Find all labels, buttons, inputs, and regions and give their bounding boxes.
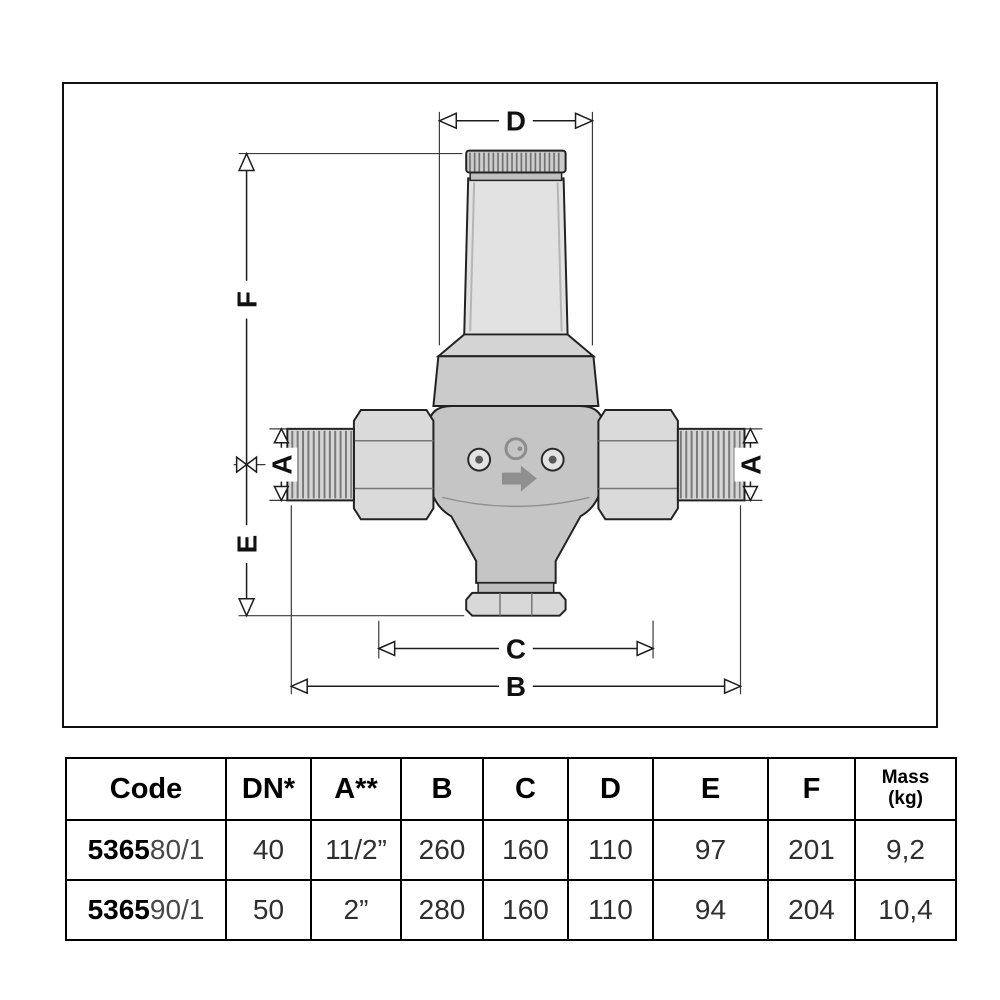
code-variant: 90/1 [149, 894, 205, 925]
col-header-c: C [482, 757, 569, 821]
c-cell: 160 [482, 819, 569, 881]
table-row: 536580/1 40 11/2” 260 160 110 97 201 9,2 [65, 819, 957, 881]
d-cell: 110 [567, 819, 654, 881]
code-series: 5365 [87, 834, 150, 865]
col-header-mass: Mass (kg) [854, 757, 957, 821]
dimension-f-e: F E [230, 151, 263, 618]
d-cell: 110 [567, 879, 654, 941]
e-cell: 97 [652, 819, 769, 881]
flow-direction-arrow-icon [501, 465, 537, 492]
a-cell: 2” [310, 879, 402, 941]
f-cell: 204 [767, 879, 856, 941]
bottom-hex-plug [465, 591, 567, 617]
dimension-d: D [437, 106, 595, 137]
valve-technical-drawing: D F E A A [230, 106, 766, 702]
threaded-end-right [676, 427, 746, 502]
bell-skirt [432, 355, 600, 407]
mass-header-line2: (kg) [888, 788, 923, 809]
col-header-code: Code [65, 757, 227, 821]
col-header-b: B [400, 757, 484, 821]
dimension-label-d: D [506, 106, 526, 137]
bottom-collar [477, 582, 555, 594]
b-cell: 280 [400, 879, 484, 941]
table-row: 536590/1 50 2” 280 160 110 94 204 10,4 [65, 879, 957, 941]
code-cell: 536580/1 [65, 819, 227, 881]
extension-lines [233, 111, 763, 695]
dimension-c: C [376, 633, 655, 664]
valve-central-body [427, 405, 605, 584]
b-cell: 260 [400, 819, 484, 881]
mass-cell: 10,4 [854, 879, 957, 941]
code-series: 5365 [87, 894, 150, 925]
mass-header-line1: Mass [881, 767, 930, 789]
dimension-label-c: C [506, 633, 526, 664]
technical-drawing-frame: D F E A A [62, 82, 938, 728]
dimension-b: B [289, 671, 743, 702]
dimension-a-right: A [734, 427, 766, 503]
col-header-a: A** [310, 757, 402, 821]
dimension-label-f: F [232, 291, 263, 308]
bell-flare [435, 333, 597, 358]
dimension-label-a-right: A [735, 455, 766, 475]
col-header-d: D [567, 757, 654, 821]
dimension-a-left: A [265, 427, 297, 503]
col-header-f: F [767, 757, 856, 821]
union-nut-right [597, 408, 679, 521]
dimension-label-b: B [506, 671, 526, 702]
code-cell: 536590/1 [65, 879, 227, 941]
c-cell: 160 [482, 879, 569, 941]
dimension-label-a-left: A [266, 455, 297, 475]
caleffi-logo-icon [504, 437, 528, 461]
spec-table: Code DN* A** B C D E F Mass (kg) 536580/… [65, 757, 957, 941]
col-header-e: E [652, 757, 769, 821]
mass-cell: 9,2 [854, 819, 957, 881]
a-cell: 11/2” [310, 819, 402, 881]
table-header-row: Code DN* A** B C D E F Mass (kg) [65, 757, 957, 821]
code-variant: 80/1 [149, 834, 205, 865]
spring-housing [463, 177, 569, 336]
col-header-dn: DN* [225, 757, 312, 821]
valve-body-drawing [286, 149, 746, 617]
dn-cell: 50 [225, 879, 312, 941]
union-nut-left [352, 408, 435, 521]
dn-cell: 40 [225, 819, 312, 881]
e-cell: 94 [652, 879, 769, 941]
dimension-label-e: E [232, 535, 263, 554]
f-cell: 201 [767, 819, 856, 881]
